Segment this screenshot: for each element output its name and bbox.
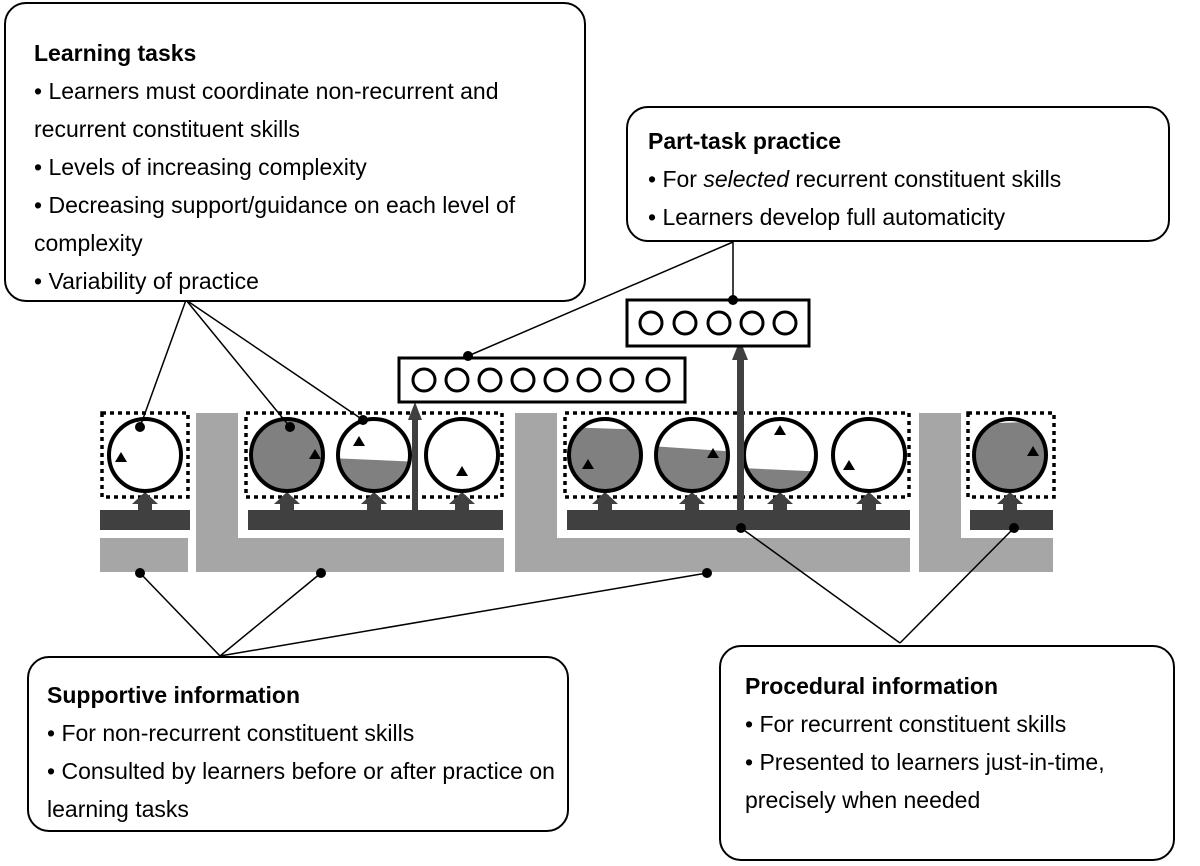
triangle-icon [774, 425, 786, 435]
procedural-bar-level-4 [970, 510, 1053, 530]
up-arrow-icon [679, 492, 705, 510]
part-task-arrow-shaft-1 [412, 416, 418, 512]
triangle-icon [843, 460, 855, 470]
supportive-block-level-4 [919, 413, 1053, 572]
learning-tasks-bullets: Learners must coordinate non-recurrent a… [34, 72, 584, 300]
triangle-icon [353, 436, 365, 446]
callout-connectors [139, 241, 1015, 657]
up-arrow-icon [274, 492, 300, 510]
up-arrow-icon [997, 492, 1023, 510]
bullet-item: For recurrent constituent skills [745, 705, 1173, 743]
learning-task [972, 417, 1048, 493]
up-arrow-icon [856, 492, 882, 510]
up-arrow-icon [132, 492, 158, 510]
up-arrow-icon [767, 492, 793, 510]
procedural-information-bars [100, 510, 1053, 530]
learning-task [567, 417, 643, 493]
bullet-item: For selected recurrent constituent skill… [648, 160, 1168, 198]
part-task-practice-2 [625, 298, 811, 348]
bullet-item: Presented to learners just-in-time, prec… [745, 743, 1173, 819]
procedural-bar-level-2 [248, 510, 503, 530]
bullet-item: Decreasing support/guidance on each leve… [34, 186, 584, 262]
learning-tasks-callout: Learning tasks Learners must coordinate … [4, 2, 586, 302]
supportive-bullets: For non-recurrent constituent skills Con… [47, 714, 567, 828]
triangle-icon [707, 448, 719, 458]
learning-task [654, 417, 730, 493]
level-frame-4 [966, 411, 1056, 499]
emphasis-text: selected [703, 166, 790, 192]
learning-task [831, 417, 907, 493]
part-task-arrows [408, 340, 748, 512]
bullet-item: Consulted by learners before or after pr… [47, 752, 567, 828]
procedural-information-callout: Procedural information For recurrent con… [719, 645, 1175, 861]
bullet-item: For non-recurrent constituent skills [47, 714, 567, 752]
up-arrow-icon [449, 492, 475, 510]
procedural-bar-level-3 [567, 510, 910, 530]
supportive-block-level-3 [515, 413, 910, 572]
bullet-item: Learners must coordinate non-recurrent a… [34, 72, 584, 148]
procedural-title: Procedural information [745, 673, 999, 699]
learning-task [424, 417, 500, 493]
procedural-support-arrows [132, 492, 1023, 510]
connector-endpoints [135, 295, 1019, 578]
bullet-item: Learners develop full automaticity [648, 198, 1168, 236]
up-arrow-icon [592, 492, 618, 510]
learning-task [336, 417, 412, 493]
up-arrow-icon [408, 402, 422, 420]
part-task-bullets: For selected recurrent constituent skill… [648, 160, 1168, 236]
learning-task [742, 417, 818, 493]
triangle-icon [456, 466, 468, 476]
part-task-arrow-shaft-2 [737, 356, 744, 512]
bullet-item: Levels of increasing complexity [34, 148, 584, 186]
learning-tasks-title: Learning tasks [34, 40, 197, 66]
bullet-item: Variability of practice [34, 262, 584, 300]
part-task-title: Part-task practice [648, 128, 842, 154]
learning-task [249, 417, 325, 493]
triangle-icon [115, 452, 127, 462]
up-arrow-icon [732, 340, 748, 360]
triangle-icon [309, 449, 321, 459]
learning-task [107, 417, 183, 493]
supportive-title: Supportive information [47, 682, 300, 708]
supportive-information-band [100, 413, 1053, 572]
triangle-icon [582, 459, 594, 469]
up-arrow-icon [361, 492, 387, 510]
part-task-practice-1 [397, 356, 687, 404]
learning-tasks [107, 417, 1048, 493]
triangle-icon [1027, 446, 1039, 456]
part-task-practice-callout: Part-task practice For selected recurren… [626, 106, 1170, 242]
supportive-block-level-1 [100, 538, 188, 572]
supportive-block-level-2 [196, 413, 504, 572]
procedural-bar-level-1 [100, 510, 190, 530]
procedural-bullets: For recurrent constituent skills Present… [745, 705, 1173, 819]
supportive-information-callout: Supportive information For non-recurrent… [27, 656, 569, 832]
